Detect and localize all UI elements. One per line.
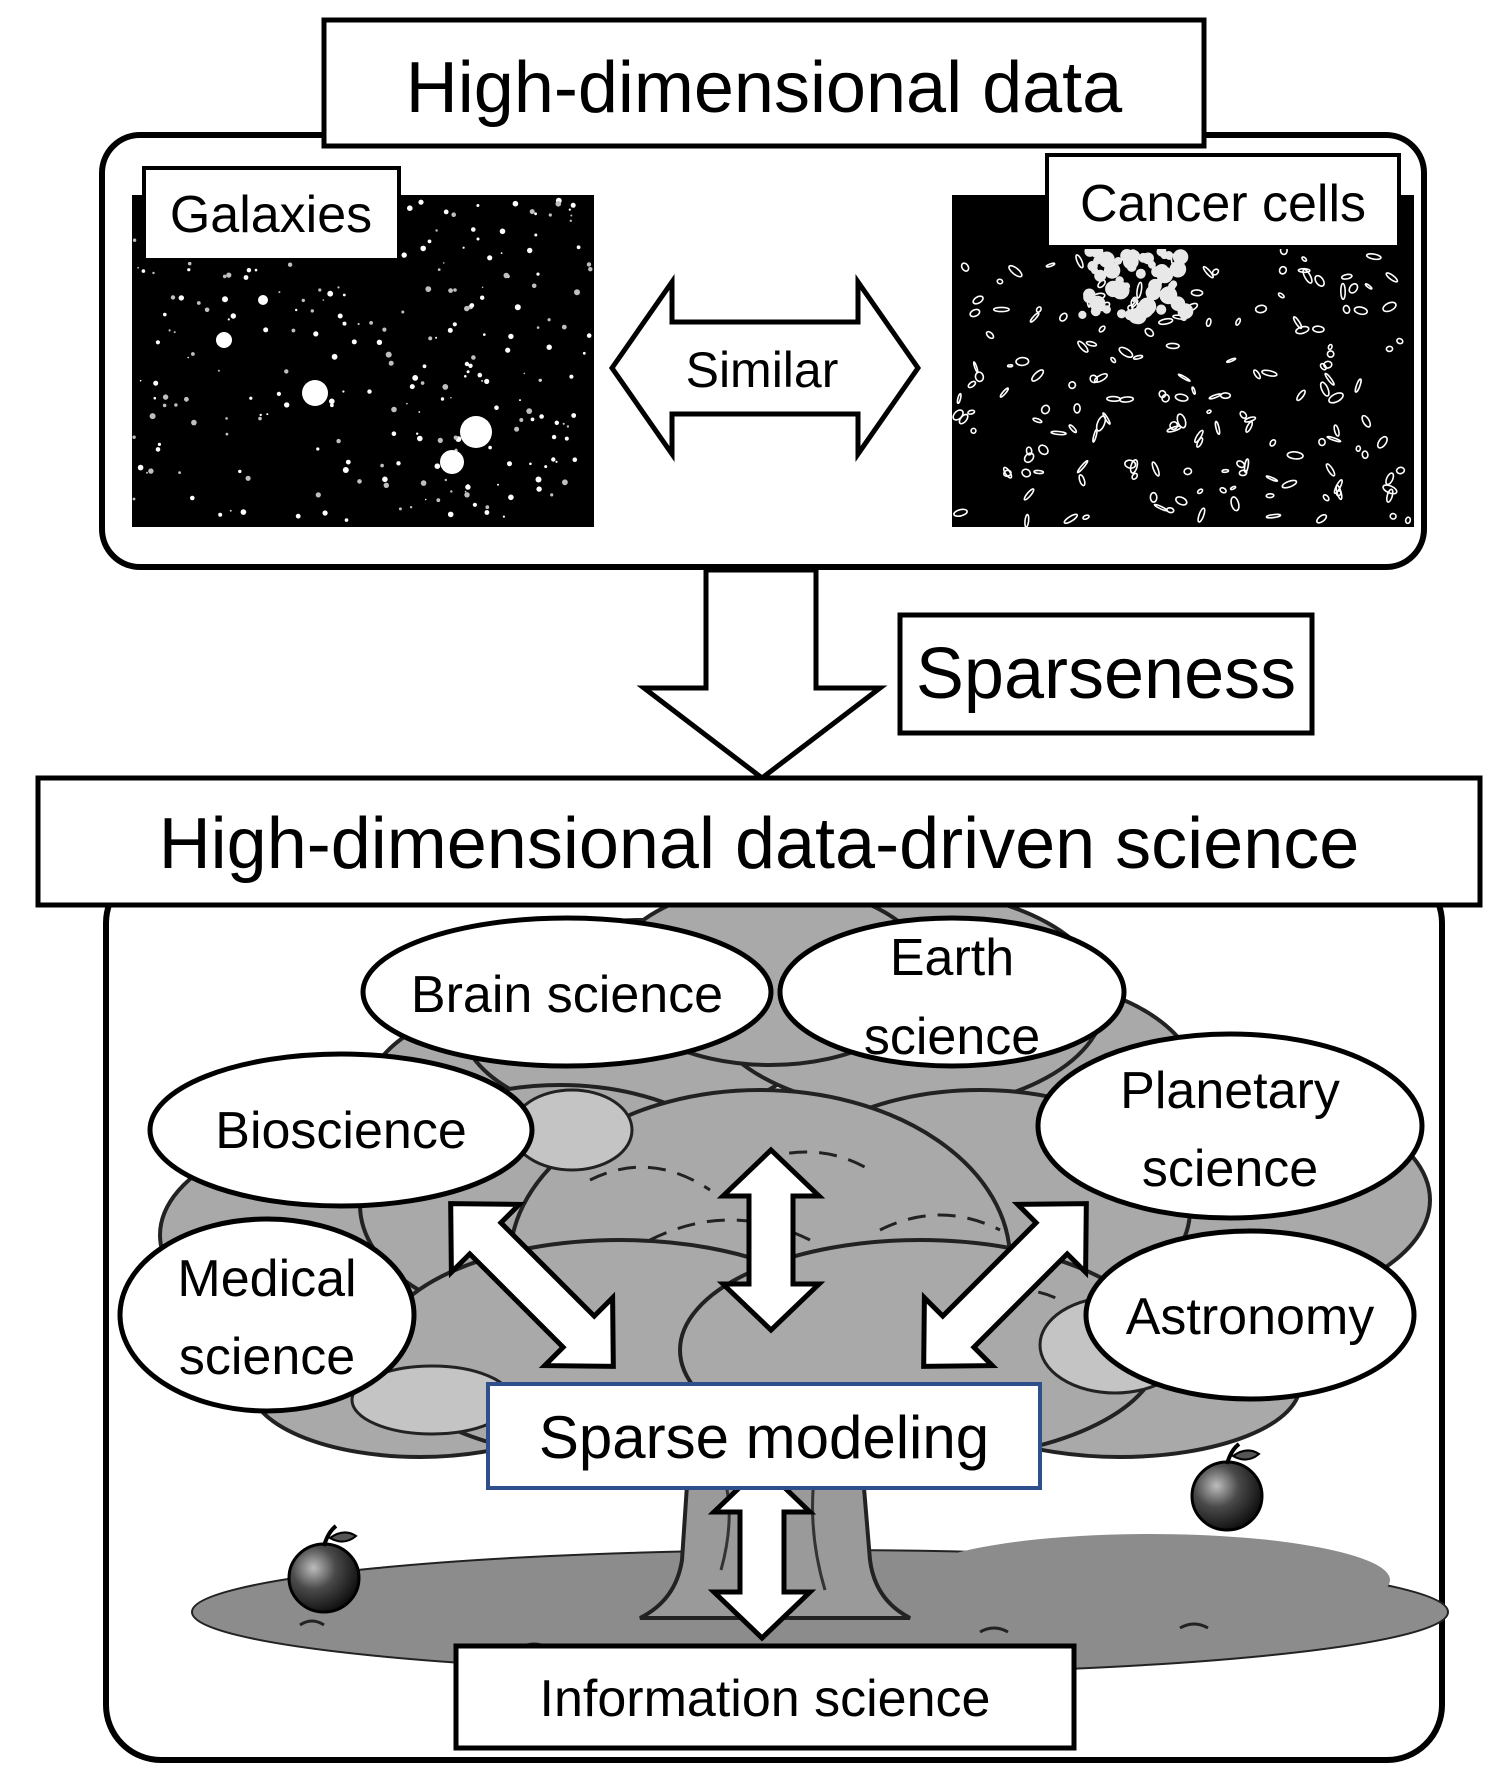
planetary-science-label-line1: Planetary [1120,1062,1340,1120]
sparseness-label: Sparseness [916,634,1296,714]
double-arrow-icon [707,1462,817,1642]
field-medical-science: Medical science [117,1216,417,1414]
field-astronomy: Astronomy [1083,1228,1417,1402]
galaxy-stars [132,195,593,522]
apple-icon [287,1524,361,1614]
field-brain-science: Brain science [360,915,774,1069]
bioscience-label: Bioscience [215,1102,466,1160]
similar-double-arrow-icon: Similar [608,274,922,462]
sparse-modeling-box: Sparse modeling [486,1382,1042,1490]
brain-science-label: Brain science [411,966,723,1024]
information-science-box: Information science [453,1643,1077,1751]
cancer-cells-image [952,195,1414,528]
medical-science-label-line2: science [179,1328,355,1386]
high-dimensional-data-title-box: High-dimensional data [321,17,1207,149]
similar-label: Similar [686,342,839,398]
information-science-label: Information science [540,1670,991,1728]
data-driven-science-title-box: High-dimensional data-driven science [35,775,1483,908]
earth-science-label-line2: science [864,1008,1040,1066]
cancer-cells-label: Cancer cells [1080,175,1366,233]
double-arrow-icon [448,1201,616,1369]
field-earth-science: Earth science [777,915,1127,1069]
field-bioscience: Bioscience [147,1051,535,1209]
high-dimensional-data-title: High-dimensional data [406,48,1123,128]
data-driven-science-title: High-dimensional data-driven science [159,804,1360,884]
medical-science-label-line1: Medical [177,1250,356,1308]
astronomy-label: Astronomy [1126,1288,1375,1346]
earth-science-label-line1: Earth [890,929,1014,987]
field-planetary-science: Planetary science [1035,1031,1425,1221]
galaxies-label: Galaxies [170,186,372,244]
galaxies-label-box: Galaxies [142,166,401,262]
planetary-science-label-line2: science [1142,1140,1318,1198]
double-arrow-icon [716,1146,826,1334]
sparseness-label-box: Sparseness [897,612,1315,736]
sparseness-down-arrow-icon [636,567,888,782]
double-arrow-icon [921,1201,1089,1369]
sparse-modeling-label: Sparse modeling [539,1404,989,1471]
apple-icon [1190,1442,1264,1532]
cancer-cells-label-box: Cancer cells [1045,153,1401,249]
